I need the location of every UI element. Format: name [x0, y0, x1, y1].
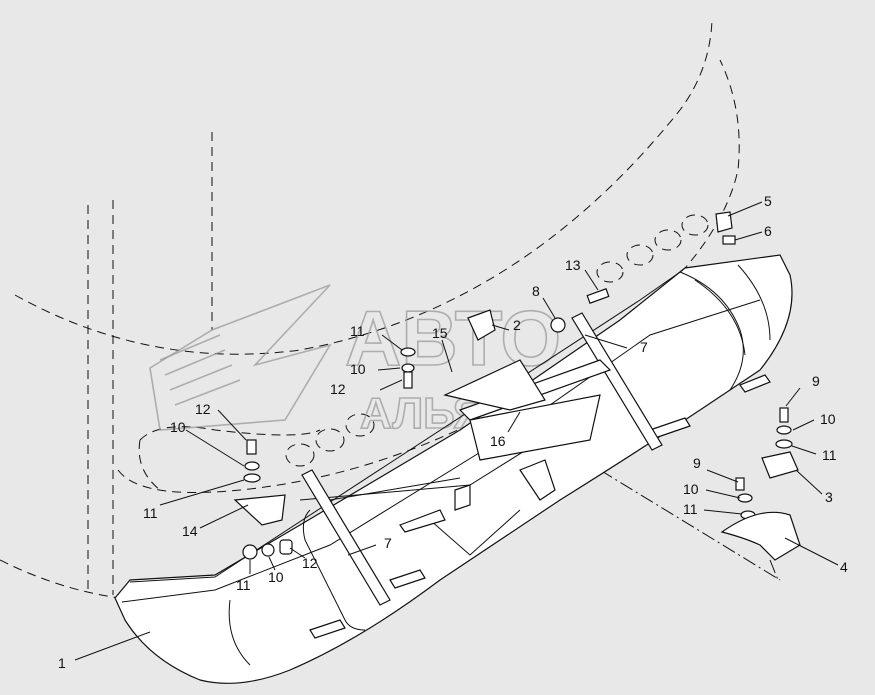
callout-3: 3 [825, 489, 833, 505]
callout-8: 8 [532, 283, 540, 299]
cab-outline-dashed [0, 19, 781, 599]
callout-9a: 9 [812, 373, 820, 389]
callout-10b: 10 [350, 361, 366, 377]
callout-10c: 10 [170, 419, 186, 435]
watermark-line1: АВТО [345, 294, 561, 382]
callout-14: 14 [182, 523, 198, 539]
fasteners [233, 211, 801, 561]
callout-4: 4 [840, 559, 848, 575]
callout-2: 2 [513, 317, 521, 333]
callout-15: 15 [432, 325, 448, 341]
callout-12c: 12 [302, 555, 318, 571]
callout-11d: 11 [236, 577, 251, 593]
callout-12b: 12 [330, 381, 346, 397]
callout-16: 16 [490, 433, 506, 449]
callout-11b: 11 [350, 323, 365, 339]
callout-7a: 7 [640, 339, 648, 355]
callout-11c: 11 [143, 505, 158, 521]
callout-6: 6 [764, 223, 772, 239]
callout-labels: 1 2 3 4 5 6 7 7 8 9 9 10 10 10 10 10 11 … [58, 193, 848, 671]
callout-12a: 12 [195, 401, 211, 417]
callout-13: 13 [565, 257, 581, 273]
callout-10e: 10 [683, 481, 699, 497]
callout-11a: 11 [822, 447, 837, 463]
callout-7b: 7 [384, 535, 392, 551]
support-struts [301, 312, 663, 606]
callout-9b: 9 [693, 455, 701, 471]
leader-lines [74, 201, 839, 661]
center-beam [443, 359, 612, 461]
callout-10d: 10 [268, 569, 284, 585]
bumper-body [114, 254, 793, 684]
callout-5: 5 [764, 193, 772, 209]
callout-10a: 10 [820, 411, 836, 427]
callout-11e: 11 [683, 501, 698, 517]
callout-1: 1 [58, 655, 66, 671]
